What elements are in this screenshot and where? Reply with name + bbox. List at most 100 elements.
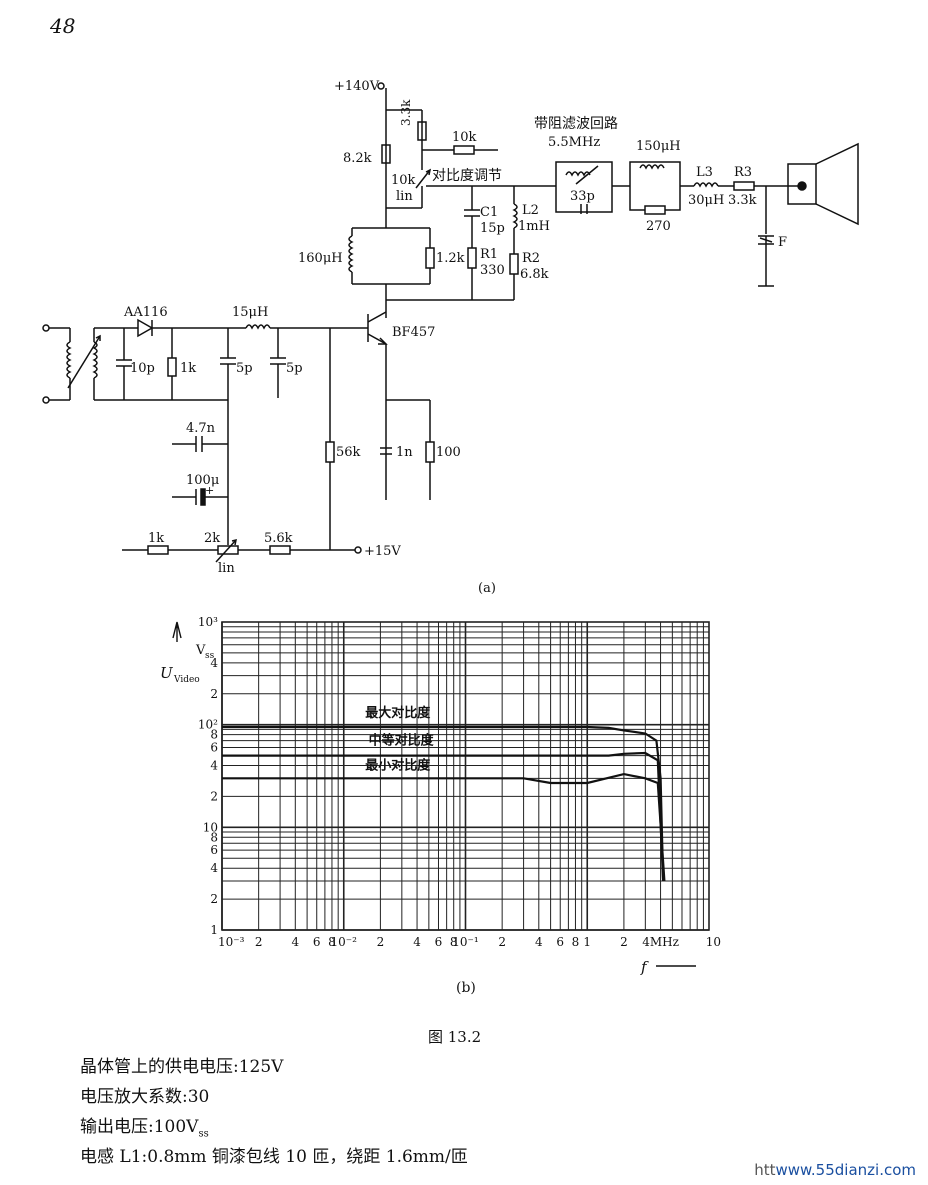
x-tick-label: 6 <box>313 935 321 949</box>
r-270-label: 270 <box>646 219 671 234</box>
y-unit-main: V <box>195 643 206 658</box>
notch-label: 带阻滤波回路 <box>534 116 618 132</box>
r-3k3-label: 3.3k <box>399 99 413 126</box>
param-supply-voltage: 晶体管上的供电电压:125V <box>80 1057 284 1077</box>
y-tick-label: 1 <box>210 923 218 937</box>
series-min-contrast-line <box>222 772 666 882</box>
y-tick-label: 8 <box>210 728 218 742</box>
l3-label: L3 <box>696 165 713 180</box>
x-tick-label: 10⁻¹ <box>452 935 478 949</box>
r-56k-label: 56k <box>336 445 361 460</box>
x-tick-label: 4 <box>413 935 421 949</box>
r1-label: R1 <box>480 247 498 262</box>
watermark: httwww.55dianzi.com <box>754 1161 916 1179</box>
x-tick-label: 2 <box>620 935 628 949</box>
r-1k-bottom-label: 1k <box>148 531 164 546</box>
c-1n-label: 1n <box>396 445 413 460</box>
x-tick-label: 8 <box>572 935 580 949</box>
x-tick-label: 10 <box>706 935 721 949</box>
pot-2k-lin-label: lin <box>218 561 235 576</box>
param-output-voltage: 输出电压:100Vss <box>80 1117 209 1140</box>
c-5p-a-label: 5p <box>236 361 253 376</box>
x-tick-label: 2 <box>498 935 506 949</box>
series-min-contrast-label: 最小对比度 <box>365 758 431 774</box>
x-tick-label: 10⁻² <box>331 935 358 949</box>
c1-label: C1 <box>480 205 498 220</box>
y-tick-label: 8 <box>210 830 218 844</box>
c-100u-label: 100μ <box>186 473 219 488</box>
parameter-list: 晶体管上的供电电压:125V 电压放大系数:30 输出电压:100Vss 电感 … <box>80 1052 468 1172</box>
x-tick-label: 4 <box>535 935 543 949</box>
l-15u-label: 15μH <box>232 305 268 320</box>
y-tick-label: 2 <box>210 789 218 803</box>
series-medium-contrast-line <box>222 751 665 882</box>
y-tick-label: 4 <box>210 861 218 875</box>
c-4n7-label: 4.7n <box>186 421 216 436</box>
contrast-label: 对比度调节 <box>432 168 502 184</box>
y-tick-label: 10 <box>203 820 218 834</box>
l2-value: 1mH <box>518 219 550 234</box>
c-33p-label: 33p <box>570 189 595 204</box>
r-10k-top-label: 10k <box>452 130 477 145</box>
y-tick-label: 2 <box>210 687 218 701</box>
param-inductor-l1: 电感 L1:0.8mm 铜漆包线 10 匝，绕距 1.6mm/匝 <box>80 1147 468 1167</box>
x-tick-label: 6 <box>556 935 564 949</box>
l2-label: L2 <box>522 203 539 218</box>
transistor-label: BF457 <box>392 325 435 340</box>
y-unit-sub: ss <box>205 651 215 661</box>
x-tick-label: 4MHz <box>642 935 679 949</box>
r-8k2-label: 8.2k <box>343 151 372 166</box>
param-voltage-gain: 电压放大系数:30 <box>80 1087 210 1107</box>
r-1k-label: 1k <box>180 361 196 376</box>
subfigure-a-label: (a) <box>478 581 496 596</box>
x-tick-label: 1 <box>583 935 591 949</box>
y-tick-label: 4 <box>210 759 218 773</box>
page-number: 48 <box>50 14 76 38</box>
subfigure-b-label: (b) <box>456 980 476 996</box>
y-axis-arrow <box>172 621 182 642</box>
l3-value: 30μH <box>688 193 724 208</box>
y-tick-label: 2 <box>210 892 218 906</box>
figure-caption: 图 13.2 <box>428 1028 482 1046</box>
supply-lv-label: +15V <box>364 544 401 559</box>
r-1k2-label: 1.2k <box>436 251 465 266</box>
r-5k6-label: 5.6k <box>264 531 293 546</box>
y-axis-label-sub: Video <box>173 675 200 685</box>
r3-value: 3.3k <box>728 193 757 208</box>
x-tick-label: 2 <box>255 935 263 949</box>
supply-hv-label: +140V <box>334 79 380 94</box>
y-tick-label: 6 <box>210 740 218 754</box>
x-tick-label: 8 <box>328 935 336 949</box>
r2-label: R2 <box>522 251 540 266</box>
pot-2k-label: 2k <box>204 531 220 546</box>
x-tick-label: 10⁻³ <box>218 935 245 949</box>
notch-freq-label: 5.5MHz <box>548 135 600 150</box>
y-tick-label: 4 <box>210 656 218 670</box>
x-tick-label: 6 <box>435 935 443 949</box>
r-100-label: 100 <box>436 445 461 460</box>
l-160u-label: 160μH <box>298 251 343 266</box>
r3-label: R3 <box>734 165 752 180</box>
y-tick-label: 10² <box>198 718 218 732</box>
y-tick-label: 10³ <box>198 615 218 629</box>
c1-value: 15p <box>480 221 505 236</box>
l-150u-label: 150μH <box>636 139 681 154</box>
series-lines <box>222 725 666 882</box>
series-medium-contrast-label: 中等对比度 <box>369 733 435 749</box>
r2-value: 6.8k <box>520 267 549 282</box>
circuit-schematic: +140V 3.3k 8.2k 10k 10k lin 对比度调节 带阻滤波回路… <box>42 79 859 596</box>
x-tick-label: 4 <box>291 935 299 949</box>
diode-label: AA116 <box>123 305 168 320</box>
r1-value: 330 <box>480 263 505 278</box>
spark-gap-label: F <box>778 235 787 250</box>
pot-10k-label: 10k <box>391 173 416 188</box>
y-tick-label: 6 <box>210 843 218 857</box>
pot-lin-label: lin <box>396 189 413 204</box>
c-5p-b-label: 5p <box>286 361 303 376</box>
x-tick-label: 8 <box>450 935 458 949</box>
c-10p-label: 10p <box>130 361 155 376</box>
